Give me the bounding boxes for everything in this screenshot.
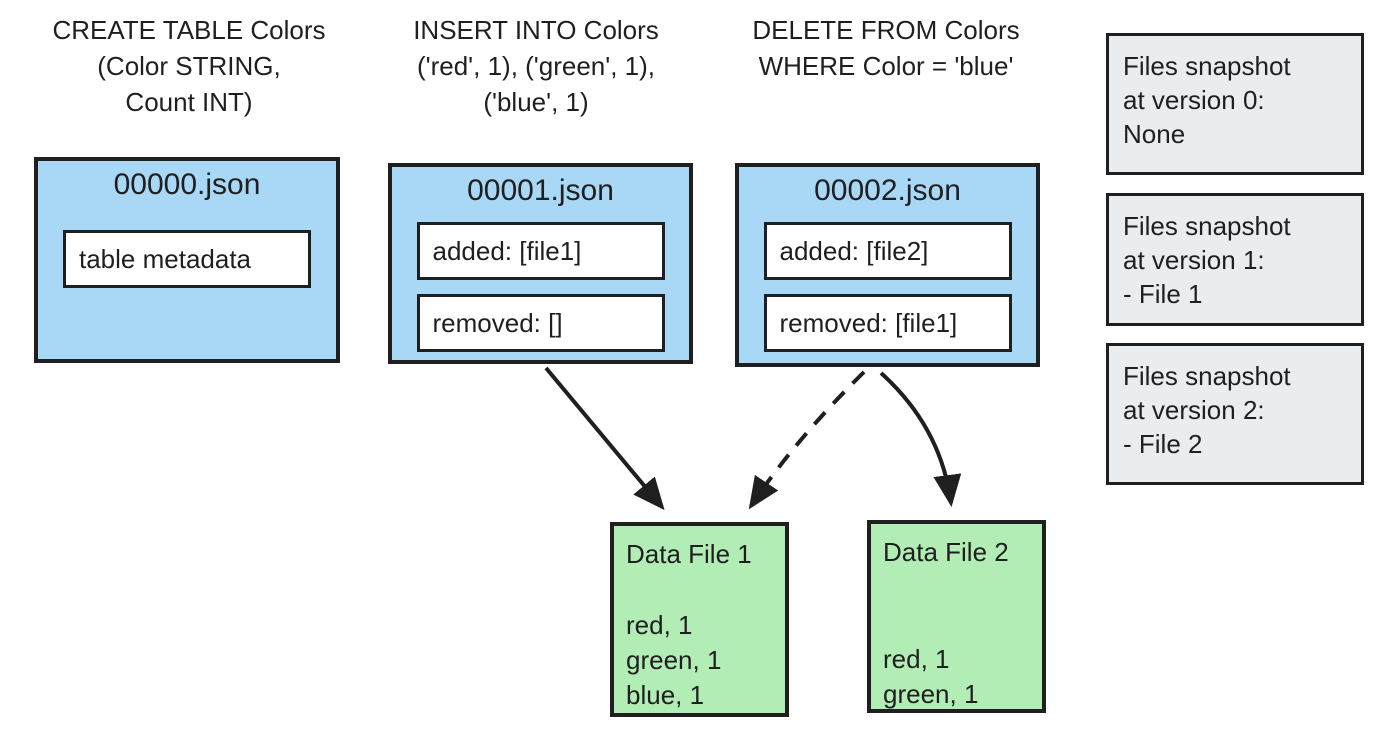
snapshot-box-version-1: Files snapshot at version 1: - File 1: [1106, 193, 1364, 326]
log-file-box-00000: 00000.json table metadata: [34, 157, 340, 363]
arrow-00002-to-datafile2: [879, 371, 962, 507]
query-line: ('blue', 1): [483, 87, 589, 117]
log-file-name: 00000.json: [113, 168, 261, 201]
data-file-title: Data File 1: [626, 539, 752, 569]
arrow-00002-to-datafile1: [748, 370, 866, 510]
log-entry-table-metadata: table metadata: [63, 230, 311, 288]
query-line: DELETE FROM Colors: [752, 15, 1020, 45]
snapshot-line: Files snapshot: [1123, 211, 1291, 241]
sql-query-delete: DELETE FROM Colors WHERE Color = 'blue': [710, 12, 1062, 84]
log-file-box-00001: 00001.json added: [file1] removed: []: [388, 163, 693, 364]
snapshot-box-version-0: Files snapshot at version 0: None: [1106, 33, 1364, 175]
log-file-name: 00001.json: [467, 174, 614, 207]
arrow-00001-to-datafile1: [544, 366, 665, 511]
query-line: WHERE Color = 'blue': [758, 51, 1014, 81]
snapshot-line: at version 2:: [1123, 395, 1265, 425]
data-row: red, 1: [883, 644, 950, 674]
log-entry-removed: removed: [file1]: [763, 294, 1012, 352]
data-row: green, 1: [883, 679, 979, 709]
snapshot-line: - File 2: [1123, 429, 1203, 459]
log-entry-added: added: [file2]: [763, 222, 1012, 280]
snapshot-line: at version 0:: [1123, 85, 1265, 115]
data-row: blue, 1: [626, 680, 705, 710]
data-row: green, 1: [626, 645, 722, 675]
query-line: CREATE TABLE Colors: [52, 15, 326, 45]
data-file-2-box: Data File 2 red, 1 green, 1: [867, 520, 1046, 713]
data-file-rows: red, 1 green, 1: [883, 642, 1036, 712]
query-line: Count INT): [125, 87, 253, 117]
data-file-1-box: Data File 1 red, 1 green, 1 blue, 1: [610, 522, 789, 717]
snapshot-line: Files snapshot: [1123, 51, 1291, 81]
data-file-rows: red, 1 green, 1 blue, 1: [626, 608, 779, 713]
data-file-title: Data File 2: [883, 537, 1009, 567]
query-line: (Color STRING,: [97, 51, 281, 81]
snapshot-line: - File 1: [1123, 279, 1203, 309]
snapshot-line: at version 1:: [1123, 245, 1265, 275]
log-entry-added: added: [file1]: [416, 222, 665, 280]
query-line: ('red', 1), ('green', 1),: [416, 51, 656, 81]
log-file-box-00002: 00002.json added: [file2] removed: [file…: [735, 163, 1040, 367]
log-entry-removed: removed: []: [416, 294, 665, 352]
snapshot-line: None: [1123, 119, 1186, 149]
sql-query-create-table: CREATE TABLE Colors (Color STRING, Count…: [8, 12, 370, 120]
snapshot-box-version-2: Files snapshot at version 2: - File 2: [1106, 343, 1364, 485]
snapshot-line: Files snapshot: [1123, 361, 1291, 391]
query-line: INSERT INTO Colors: [413, 15, 659, 45]
data-row: red, 1: [626, 610, 693, 640]
sql-query-insert: INSERT INTO Colors ('red', 1), ('green',…: [368, 12, 704, 120]
log-file-name: 00002.json: [814, 174, 961, 207]
